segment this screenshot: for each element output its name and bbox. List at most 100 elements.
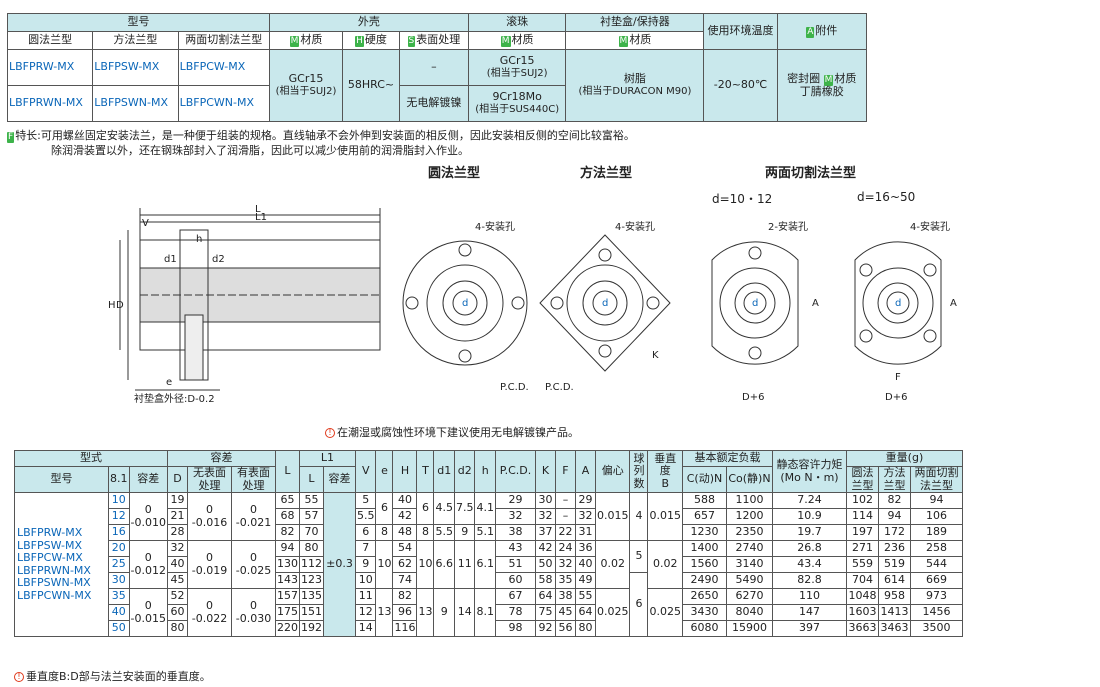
table-cell: 15900 xyxy=(725,620,773,638)
spec-body: LBFPRW-MX LBFPSW-MX LBFPCW-MX LBFPRWN-MX… xyxy=(14,492,963,638)
table-cell: 8 xyxy=(416,524,435,542)
table-cell: 5.1 xyxy=(474,524,496,542)
table-cell: 0 -0.025 xyxy=(230,540,276,590)
dim-F: F xyxy=(895,372,901,383)
model-cell: LBFPCW-MX xyxy=(177,49,270,86)
table-cell: 6 xyxy=(354,524,377,542)
th-round: 圆法兰型 xyxy=(6,31,94,50)
table-cell: 4.1 xyxy=(474,492,496,526)
table-cell: 11 xyxy=(354,588,377,606)
d-cell: 12 xyxy=(108,508,130,526)
table-cell: 10.9 xyxy=(771,508,847,526)
table-cell: 32 xyxy=(574,508,596,526)
table-cell: 135 xyxy=(298,588,324,606)
table-cell: 0 -0.015 xyxy=(128,588,168,638)
table-cell: 0.025 xyxy=(647,588,683,638)
footnote: !垂直度B:D部与法兰安装面的垂直度。 xyxy=(14,668,211,684)
table-cell: 94 xyxy=(274,540,300,558)
dim-d-cut-large: d xyxy=(895,298,901,309)
table-cell: 1400 xyxy=(681,540,727,558)
table-cell: 40 xyxy=(392,492,418,510)
table-cell: 38 xyxy=(494,524,536,542)
table-cell: 1230 xyxy=(681,524,727,542)
surface-nickel: 无电解镀镍 xyxy=(398,85,469,122)
d-cell: 20 xyxy=(108,540,130,558)
table-cell: 31 xyxy=(574,524,596,542)
table-cell: 57 xyxy=(298,508,324,526)
table-cell: 36 xyxy=(574,540,596,558)
table-cell: 40 xyxy=(166,556,188,574)
table-cell: 220 xyxy=(274,620,300,638)
a-tag: A xyxy=(806,27,815,38)
dim-A-large: A xyxy=(950,298,957,309)
table-cell: 102 xyxy=(845,492,879,510)
table-cell: 14 xyxy=(453,588,476,638)
table-cell: 3140 xyxy=(725,556,773,574)
table-cell: 40 xyxy=(574,556,596,574)
technical-drawing: L L1 V h d1 d2 H D e 衬垫盒外径:D-0.2 4-安装孔 4… xyxy=(108,204,957,405)
table-cell: 4.5 xyxy=(433,492,455,526)
table-cell: 13 xyxy=(375,588,394,638)
table-cell: 55 xyxy=(298,492,324,510)
table-cell: 82 xyxy=(877,492,911,510)
table-cell: 56 xyxy=(554,620,576,638)
cut-flange-small-view xyxy=(711,241,799,365)
table-cell: 2350 xyxy=(725,524,773,542)
table-cell: 110 xyxy=(771,588,847,606)
dim-D6-small: D+6 xyxy=(742,392,764,403)
d-cell: 16 xyxy=(108,524,130,542)
table-cell: 64 xyxy=(534,588,556,606)
table-cell: 8.1 xyxy=(474,588,496,638)
table-cell: 1100 xyxy=(725,492,773,510)
dim-d-square: d xyxy=(602,298,608,309)
pcd-round: P.C.D. xyxy=(500,382,529,393)
table-cell: 1456 xyxy=(909,604,963,622)
table-cell: 147 xyxy=(771,604,847,622)
cut-flange-large-view xyxy=(854,241,942,365)
table-cell: 2740 xyxy=(725,540,773,558)
table-cell: 7 xyxy=(354,540,377,558)
table-cell: 271 xyxy=(845,540,879,558)
spec-table: 型式 容差 L L1 V e H T d1 d2 h P.C.D. K F A … xyxy=(14,449,963,638)
dim-D6-large: D+6 xyxy=(885,392,907,403)
table-cell: 43.4 xyxy=(771,556,847,574)
dim-L: L xyxy=(255,204,261,215)
dim-H: H xyxy=(108,300,116,311)
th-shell: 外壳 xyxy=(268,13,469,32)
table-cell: 588 xyxy=(681,492,727,510)
d-large-label: d=16~50 xyxy=(857,190,916,204)
table-cell: 2490 xyxy=(681,572,727,590)
pcd-square: P.C.D. xyxy=(545,382,574,393)
table-cell: 50 xyxy=(534,556,556,574)
table-cell: 82 xyxy=(392,588,418,606)
table-cell: 114 xyxy=(845,508,879,526)
table-cell: 80 xyxy=(574,620,596,638)
table-cell: 75 xyxy=(534,604,556,622)
dim-V: V xyxy=(142,218,149,229)
table-cell: 92 xyxy=(534,620,556,638)
shell-material: GCr15(相当于SUJ2) xyxy=(268,49,344,122)
table-cell: 123 xyxy=(298,572,324,590)
table-cell: 151 xyxy=(298,604,324,622)
table-cell: 3500 xyxy=(909,620,963,638)
table-cell: 42 xyxy=(392,508,418,526)
table-cell: 24 xyxy=(554,540,576,558)
d-small-label: d=10・12 xyxy=(712,192,773,206)
ball-material-1: GCr15(相当于SUJ2) xyxy=(467,49,567,86)
feature-tag: F xyxy=(7,132,15,143)
table-cell: 1048 xyxy=(845,588,879,606)
th-retainer: 衬垫盒/保持器 xyxy=(565,13,705,32)
dim-D: D xyxy=(116,300,124,311)
d-cell: 40 xyxy=(108,604,130,622)
table-cell: 10 xyxy=(375,540,394,590)
dim-d-round: d xyxy=(462,298,468,309)
table-cell: 80 xyxy=(298,540,324,558)
table-cell: 1200 xyxy=(725,508,773,526)
